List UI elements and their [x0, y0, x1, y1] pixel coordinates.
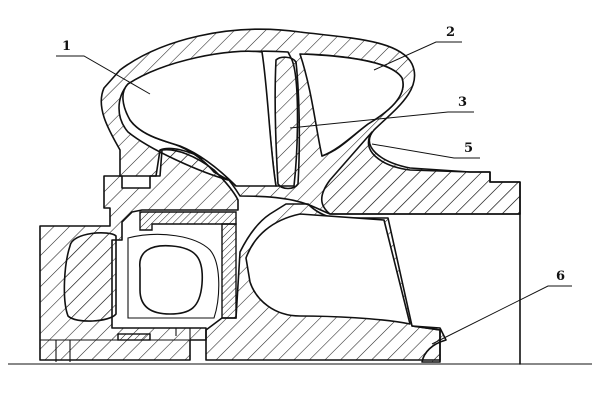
callout-2-label: 2 — [446, 25, 455, 40]
callout-2: 2 — [373, 25, 462, 71]
callout-5: 5 — [371, 141, 480, 159]
right-flange — [320, 131, 521, 215]
bearing-housing — [63, 232, 117, 322]
callout-1: 1 — [56, 39, 151, 95]
chamber-1 — [122, 50, 277, 187]
bearing-liner — [127, 233, 220, 319]
callout-6-label: 6 — [556, 269, 565, 284]
callout-5-label: 5 — [464, 141, 473, 156]
divider-tongue — [274, 56, 301, 190]
seal-block — [117, 333, 151, 341]
callout-6: 6 — [431, 269, 572, 345]
callout-3-label: 3 — [458, 95, 467, 110]
sealing-insert — [139, 211, 237, 231]
callout-3: 3 — [289, 95, 474, 129]
flow-channel — [245, 213, 411, 325]
nozzle-ring — [411, 325, 447, 363]
sealing-insert-vertical — [221, 223, 237, 319]
callout-1-label: 1 — [62, 39, 71, 54]
casing-foot — [55, 327, 191, 362]
chamber-2 — [299, 53, 404, 157]
bearing-ring — [139, 244, 204, 315]
